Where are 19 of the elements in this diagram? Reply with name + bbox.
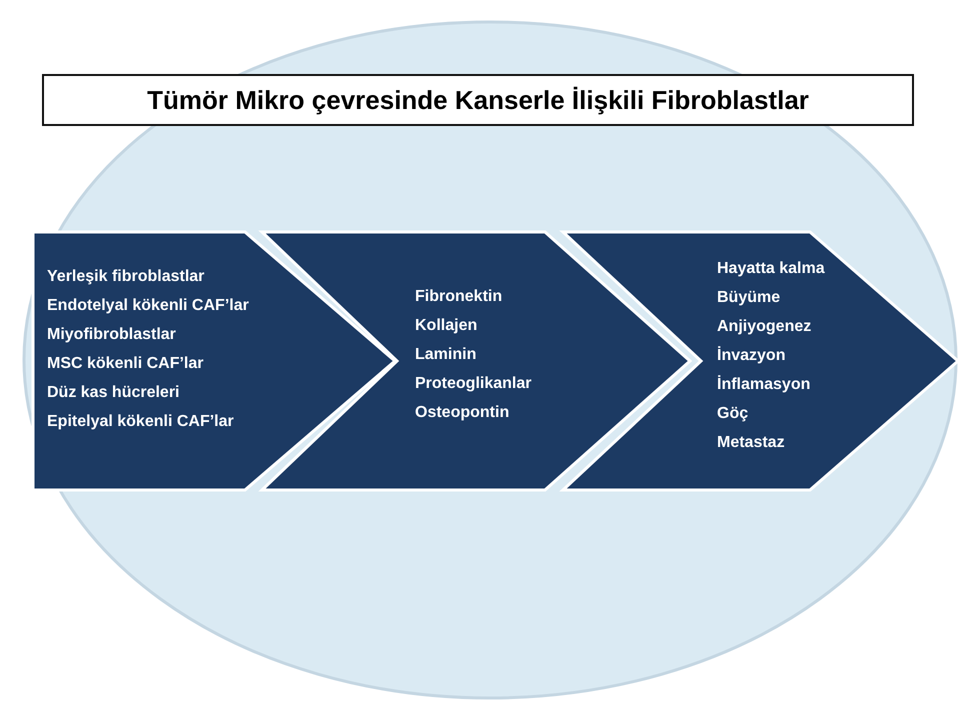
list-item: Metastaz bbox=[717, 433, 786, 453]
list-item: Hayatta kalma bbox=[717, 259, 825, 279]
list-item: Miyofibroblastlar bbox=[47, 325, 177, 345]
list-item: Epitelyal kökenli CAF’lar bbox=[47, 412, 235, 432]
list-item: İnvazyon bbox=[717, 345, 786, 366]
list-item: Osteopontin bbox=[415, 403, 510, 423]
list-item: İnflamasyon bbox=[717, 374, 812, 395]
list-item: MSC kökenli CAF’lar bbox=[47, 354, 204, 374]
list-item: Büyüme bbox=[717, 288, 782, 308]
list-item: Düz kas hücreleri bbox=[47, 383, 180, 403]
list-item: Kollajen bbox=[415, 316, 478, 336]
list-item: Anjiyogenez bbox=[717, 317, 812, 337]
list-item: Laminin bbox=[415, 345, 478, 365]
list-item: Göç bbox=[717, 404, 750, 424]
list-item: Yerleşik fibroblastlar bbox=[47, 267, 206, 287]
list-item: Fibronektin bbox=[415, 287, 504, 307]
list-item: Proteoglikanlar bbox=[415, 374, 532, 394]
list-item: Endotelyal kökenli CAF’lar bbox=[47, 296, 249, 316]
title: Tümör Mikro çevresinde Kanserle İlişkili Fibroblastlar bbox=[42, 74, 914, 126]
